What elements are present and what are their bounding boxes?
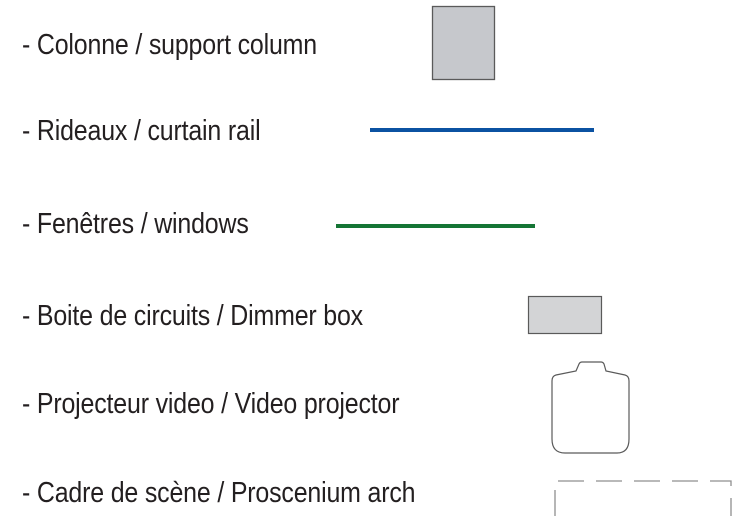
legend-label-video-projector: - Projecteur video / Video projector	[22, 388, 400, 420]
legend-label-curtain-rail: - Rideaux / curtain rail	[22, 115, 261, 147]
legend-label-support-column: - Colonne / support column	[22, 29, 317, 61]
legend-label-proscenium-arch: - Cadre de scène / Proscenium arch	[22, 477, 416, 509]
window-line	[336, 224, 535, 228]
proscenium-arch-symbol	[554, 480, 732, 516]
curtain-rail-line	[370, 128, 594, 132]
legend-label-windows: - Fenêtres / windows	[22, 208, 249, 240]
legend-label-dimmer-box: - Boite de circuits / Dimmer box	[22, 300, 363, 332]
video-projector-icon	[551, 361, 630, 454]
dimmer-box-symbol	[527, 295, 603, 335]
support-column-symbol	[431, 5, 496, 81]
